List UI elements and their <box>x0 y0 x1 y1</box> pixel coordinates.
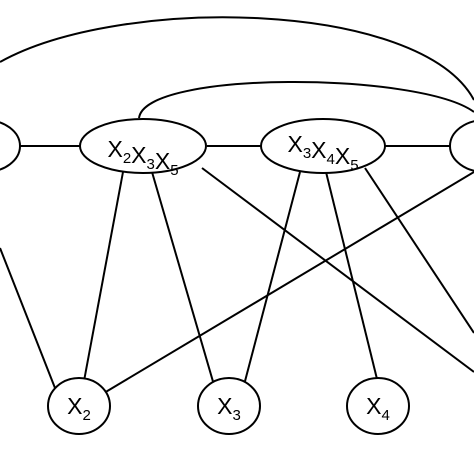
label-subscript: 5 <box>170 162 178 179</box>
edges-layer <box>0 16 474 394</box>
edge-x2x3x5-x2 <box>83 171 124 382</box>
label-base: X <box>107 136 122 162</box>
edge-x2x3x5-x3 <box>151 171 215 386</box>
node-x2-label: X2 <box>67 393 91 424</box>
label-base: X <box>217 393 232 419</box>
edge-x3x4x5-offscreen <box>364 167 474 334</box>
node-partial-left <box>0 121 21 171</box>
label-subscript: 3 <box>147 156 155 173</box>
node-x2x3x5-label: X2X3X5 <box>107 136 178 179</box>
nodes-layer: X2X3X5 X3X4X5 X2 X3 X4 <box>0 118 474 435</box>
label-base: X <box>287 131 302 157</box>
node-partial-right <box>449 120 474 172</box>
edge-arc-top <box>0 16 474 101</box>
edge-arc-mid <box>138 81 474 119</box>
node-x4-label: X4 <box>366 393 390 424</box>
label-base: X <box>67 393 82 419</box>
node-x4: X4 <box>346 377 410 435</box>
label-subscript: 4 <box>382 407 390 424</box>
node-x2: X2 <box>47 377 111 435</box>
edge-x3x4x5-x3 <box>243 171 301 386</box>
edge-left-x2 <box>0 247 56 389</box>
label-subscript: 2 <box>83 407 91 424</box>
edge-x2x3x5-offscreen <box>201 167 474 373</box>
label-base: X <box>335 143 350 169</box>
edge-x2-right <box>103 171 474 394</box>
label-base: X <box>131 142 146 168</box>
label-subscript: 4 <box>327 151 335 168</box>
node-x3x4x5: X3X4X5 <box>260 118 386 174</box>
node-x2x3x5: X2X3X5 <box>79 118 207 179</box>
label-subscript: 2 <box>123 150 131 167</box>
node-x3x4x5-label: X3X4X5 <box>287 131 358 174</box>
label-base: X <box>311 137 326 163</box>
edge-x3x4x5-x4 <box>325 171 378 380</box>
label-base: X <box>155 148 170 174</box>
node-x3-label: X3 <box>217 393 241 424</box>
node-x3: X3 <box>197 377 261 435</box>
label-base: X <box>366 393 381 419</box>
label-subscript: 3 <box>233 407 241 424</box>
label-subscript: 3 <box>303 145 311 162</box>
label-subscript: 5 <box>350 157 358 174</box>
